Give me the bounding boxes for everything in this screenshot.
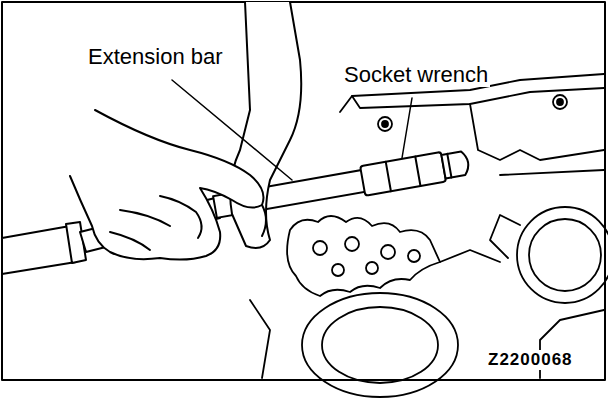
figure-frame (2, 2, 605, 380)
leader-line (402, 98, 412, 158)
leader-line (172, 80, 292, 180)
socket-wrench (360, 152, 446, 196)
transmission-case (250, 74, 608, 397)
figure-code: Z2200068 (486, 350, 575, 370)
part-label: Socket wrench (342, 62, 490, 87)
part-label: Extension bar (86, 44, 225, 69)
hands (70, 2, 301, 260)
